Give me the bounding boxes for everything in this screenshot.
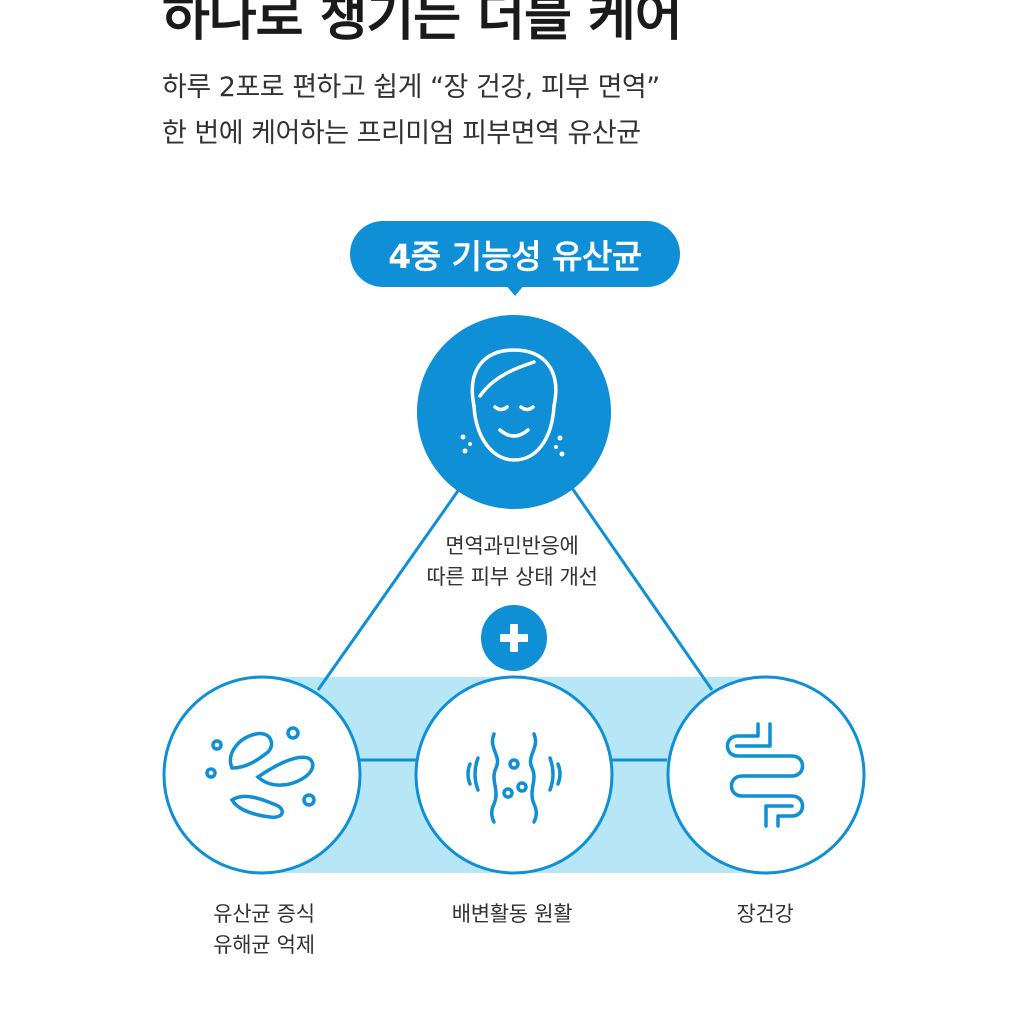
bacteria-feature-line-1: 유산균 증식 — [213, 902, 315, 926]
bacteria-feature-label: 유산균 증식 유해균 억제 — [164, 899, 364, 961]
bowel-feature-label: 배변활동 원활 — [412, 899, 612, 930]
connector-line-right — [570, 487, 714, 691]
functional-badge: 4중 기능성 유산균 — [350, 221, 680, 287]
bowel-feature-line-1: 배변활동 원활 — [451, 902, 573, 926]
top-feature-line-1: 면역과민반응에 — [445, 534, 579, 558]
bowel-circle — [414, 675, 614, 875]
connector-line-left — [316, 487, 462, 691]
bacteria-feature-line-2: 유해균 억제 — [213, 933, 315, 957]
bowel-movement-icon — [466, 732, 562, 824]
plus-icon — [481, 605, 547, 671]
intestine-icon — [725, 722, 805, 828]
intestine-feature-line-1: 장건강 — [736, 902, 794, 926]
intestine-feature-label: 장건강 — [665, 899, 865, 930]
subtitle-line-2: 한 번에 케어하는 프리미엄 피부면역 유산균 — [162, 118, 641, 149]
subtitle-line-1: 하루 2포로 편하고 쉽게 “장 건강, 피부 면역” — [162, 72, 660, 103]
page-title: 하나로 챙기는 더블 케어 — [162, 0, 683, 48]
bacteria-icon — [205, 726, 316, 819]
top-feature-label: 면역과민반응에 따른 피부 상태 개선 — [412, 531, 612, 593]
badge-pointer — [505, 284, 525, 296]
top-feature-line-2: 따른 피부 상태 개선 — [426, 565, 598, 589]
face-icon — [417, 315, 611, 509]
